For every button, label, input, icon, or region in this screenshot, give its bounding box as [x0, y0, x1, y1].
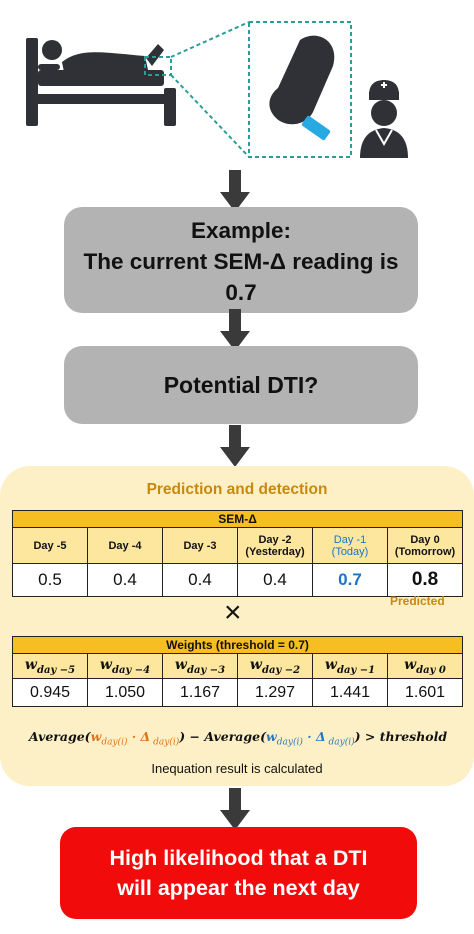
- inequation-formula: Average(wday(i) · Δ day(i)) − Average(wd…: [28, 729, 448, 748]
- zoomed-heel-box: [248, 21, 352, 158]
- sem-value: 0.4: [237, 563, 313, 597]
- weight-value: 1.297: [237, 678, 313, 707]
- sem-value: 0.5: [12, 563, 88, 597]
- patient-illustration: [26, 21, 408, 158]
- weight-value: 0.945: [12, 678, 88, 707]
- day-header-today: Day -1(Today): [312, 527, 388, 564]
- weight-symbol: wday −2: [237, 653, 313, 679]
- result-box: High likelihood that a DTI will appear t…: [60, 827, 417, 919]
- panel-title: Prediction and detection: [146, 481, 328, 498]
- weight-value: 1.441: [312, 678, 388, 707]
- down-arrow-icon: [220, 170, 250, 212]
- day-header: Day -5: [12, 527, 88, 564]
- weight-symbol: wday −5: [12, 653, 88, 679]
- result-line-2: will appear the next day: [117, 876, 360, 900]
- down-arrow-icon: [220, 425, 250, 467]
- day-header: Day -2(Yesterday): [237, 527, 313, 564]
- weight-symbol: wday −1: [312, 653, 388, 679]
- weight-symbol: wday 0: [387, 653, 463, 679]
- weight-value: 1.050: [87, 678, 163, 707]
- potential-dti-text: Potential DTI?: [163, 372, 319, 398]
- down-arrow-icon: [220, 309, 250, 351]
- nurse-icon: [360, 80, 408, 158]
- weights-table-header: Weights (threshold = 0.7): [12, 636, 463, 654]
- potential-dti-box: Potential DTI?: [64, 346, 418, 424]
- weights-table: Weights (threshold = 0.7) wday −5 wday −…: [12, 636, 463, 707]
- inequation-note: Inequation result is calculated: [151, 761, 323, 776]
- example-title: Example:: [190, 218, 292, 243]
- weight-value: 1.167: [162, 678, 238, 707]
- foot-heel-sensor-icon: [269, 35, 335, 141]
- sem-value: 0.4: [162, 563, 238, 597]
- day-header: Day 0(Tomorrow): [386, 527, 464, 564]
- predicted-label: Predicted: [390, 594, 445, 608]
- weight-value: 1.601: [387, 678, 463, 707]
- patient-bed-icon: [26, 38, 176, 126]
- sem-value-today: 0.7: [312, 563, 388, 597]
- weight-symbol: wday −3: [162, 653, 238, 679]
- heel-highlight-box: [144, 56, 172, 76]
- multiply-operator: ×: [224, 596, 242, 629]
- result-line-1: High likelihood that a DTI: [109, 846, 368, 870]
- sem-delta-table: SEM-Δ Day -5 Day -4 Day -3 Day -2(Yester…: [11, 510, 464, 597]
- sem-table-header: SEM-Δ: [11, 510, 464, 528]
- day-header: Day -4: [87, 527, 163, 564]
- down-arrow-icon: [220, 788, 250, 830]
- sem-value-predicted: 0.8: [386, 563, 464, 597]
- example-reading-value: 0.7: [225, 280, 257, 305]
- day-header: Day -3: [162, 527, 238, 564]
- example-box: Example: The current SEM-Δ reading is 0.…: [64, 207, 418, 313]
- weight-symbol: wday −4: [87, 653, 163, 679]
- example-reading-text: The current SEM-Δ reading is: [83, 249, 399, 274]
- sem-value: 0.4: [87, 563, 163, 597]
